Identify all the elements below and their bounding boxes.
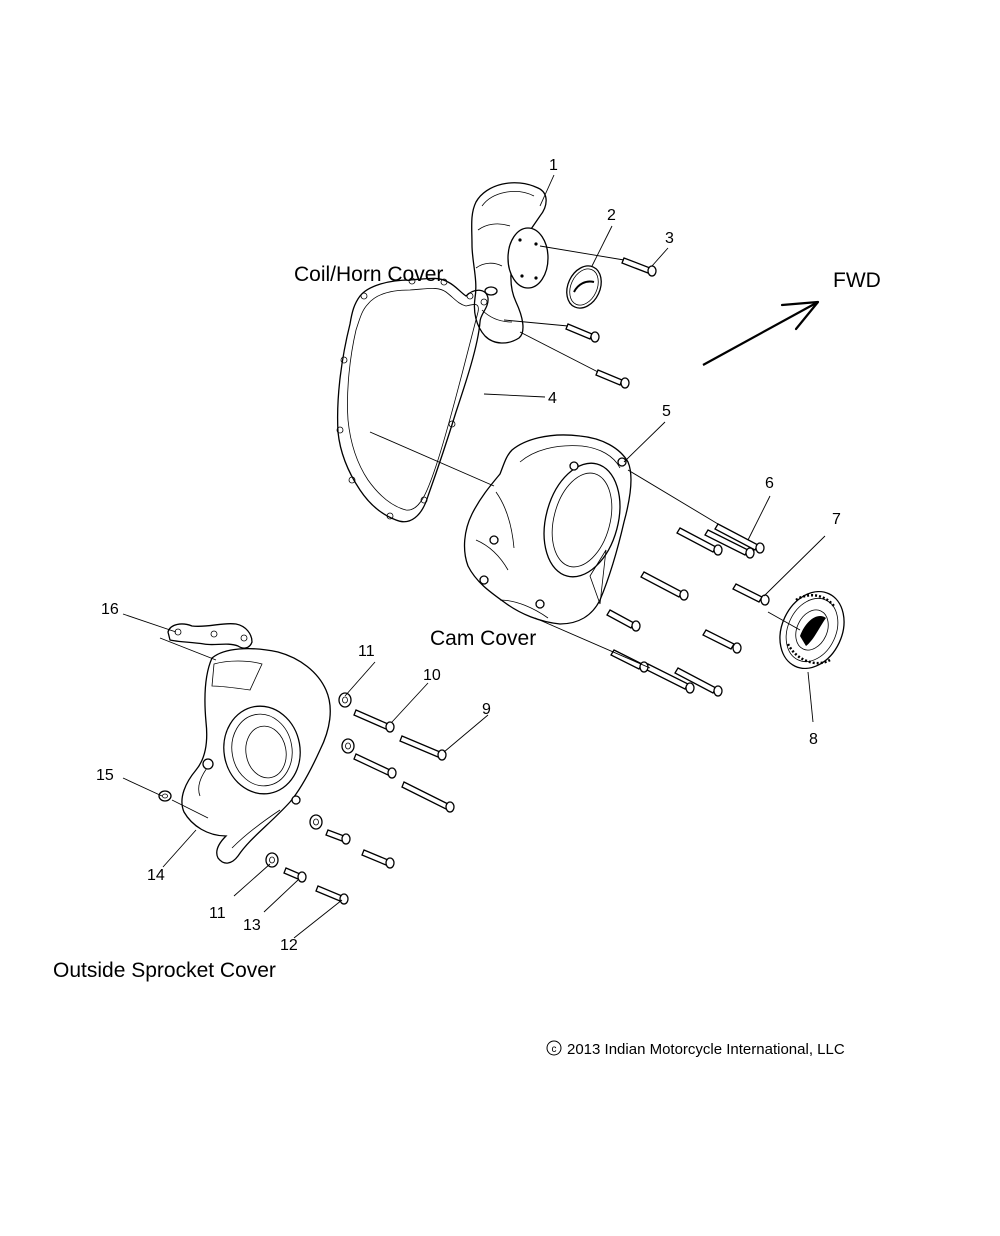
copyright-text: 2013 Indian Motorcycle International, LL… <box>567 1041 845 1058</box>
cam-cover-bolts <box>606 523 770 697</box>
outside-sprocket-cover-part <box>181 648 331 864</box>
sprocket-cover-bracket-part <box>167 622 253 649</box>
callout-12: 12 <box>280 937 298 954</box>
copyright-symbol: c <box>552 1044 557 1055</box>
sprocket-cover-bolts <box>283 709 455 905</box>
callout-10: 10 <box>423 667 441 684</box>
callout-9: 9 <box>482 701 491 718</box>
callout-11-upper: 11 <box>358 643 375 660</box>
callout-4: 4 <box>548 390 557 407</box>
leader-lines <box>122 174 826 939</box>
coil-horn-cover-part <box>471 182 549 344</box>
callout-1: 1 <box>549 157 558 174</box>
callout-16: 16 <box>101 601 119 618</box>
callout-14: 14 <box>147 867 165 884</box>
callout-5: 5 <box>662 403 671 420</box>
forward-direction-arrow <box>702 300 820 366</box>
copyright-circle-icon <box>546 1040 562 1056</box>
coil-cover-screws <box>565 257 657 389</box>
coil-cover-emblem-part <box>566 265 602 309</box>
callout-8: 8 <box>809 731 818 748</box>
cam-cover-part <box>463 434 632 625</box>
cam-cover-medallion-part <box>779 590 845 670</box>
copyright-notice: c 2013 Indian Motorcycle International, … <box>546 1040 845 1058</box>
outside-sprocket-cover-label: Outside Sprocket Cover <box>53 959 276 982</box>
callout-2: 2 <box>607 207 616 224</box>
callout-11-lower: 11 <box>209 905 226 922</box>
washer-part <box>158 790 172 802</box>
callout-15: 15 <box>96 767 114 784</box>
callout-13: 13 <box>243 917 261 934</box>
spacers <box>265 692 355 868</box>
callout-7: 7 <box>832 511 841 528</box>
cam-cover-label: Cam Cover <box>430 627 536 650</box>
fwd-label: FWD <box>833 269 881 292</box>
callout-3: 3 <box>665 230 674 247</box>
cam-cover-gasket-part <box>336 277 489 523</box>
coil-horn-cover-label: Coil/Horn Cover <box>294 263 443 286</box>
callout-6: 6 <box>765 475 774 492</box>
